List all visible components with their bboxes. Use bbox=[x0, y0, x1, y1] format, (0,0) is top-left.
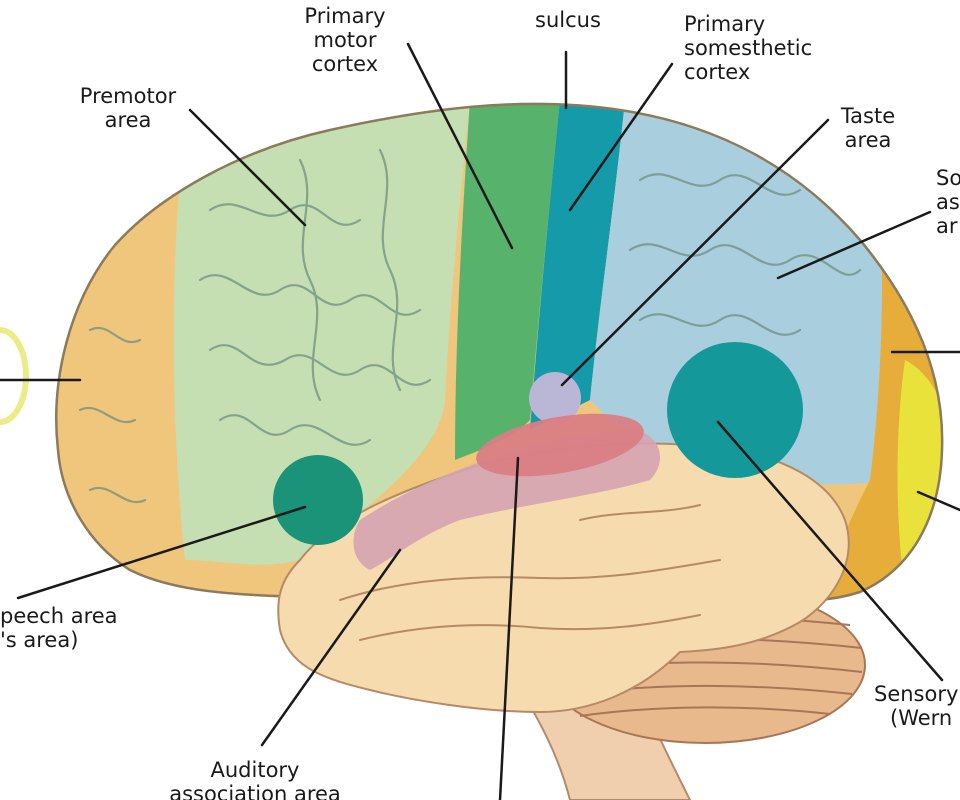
leader-motor-speech bbox=[16, 505, 307, 600]
leader-primary-motor bbox=[406, 42, 514, 250]
premotor-region bbox=[173, 103, 470, 565]
leader-primary-somesthetic bbox=[568, 62, 674, 212]
temporal-texture bbox=[339, 504, 721, 641]
label-primary-somesthetic-cortex: Primary somesthetic cortex bbox=[684, 12, 813, 84]
leader-somesthetic-association bbox=[776, 210, 932, 280]
leader-lines bbox=[0, 42, 960, 800]
primary-somesthetic-region bbox=[530, 103, 625, 430]
label-central-sulcus: sulcus bbox=[535, 8, 601, 32]
label-primary-motor-cortex: Primary motor cortex bbox=[304, 4, 386, 76]
label-taste-area: Taste area bbox=[840, 104, 896, 152]
visual-cortex-region bbox=[897, 360, 943, 590]
label-somesthetic-association-area: So as ar bbox=[936, 166, 960, 238]
motor-speech-region bbox=[273, 455, 363, 545]
label-premotor-area: Premotor area bbox=[79, 84, 177, 132]
leader-auditory-association bbox=[260, 548, 402, 747]
leader-sensory-speech bbox=[716, 420, 944, 682]
left-edge-marker bbox=[0, 327, 29, 425]
label-motor-speech-area: peech area 's area) bbox=[0, 604, 118, 652]
leader-premotor bbox=[188, 108, 307, 227]
taste-region bbox=[529, 372, 581, 424]
leader-primary-auditory bbox=[498, 456, 520, 800]
label-sensory-speech-area: Sensory (Wern bbox=[874, 682, 959, 730]
sensory-speech-region bbox=[667, 342, 803, 478]
leader-visual-cortex bbox=[916, 490, 960, 512]
leader-taste bbox=[560, 118, 830, 387]
label-auditory-association-area: Auditory association area bbox=[169, 758, 341, 800]
